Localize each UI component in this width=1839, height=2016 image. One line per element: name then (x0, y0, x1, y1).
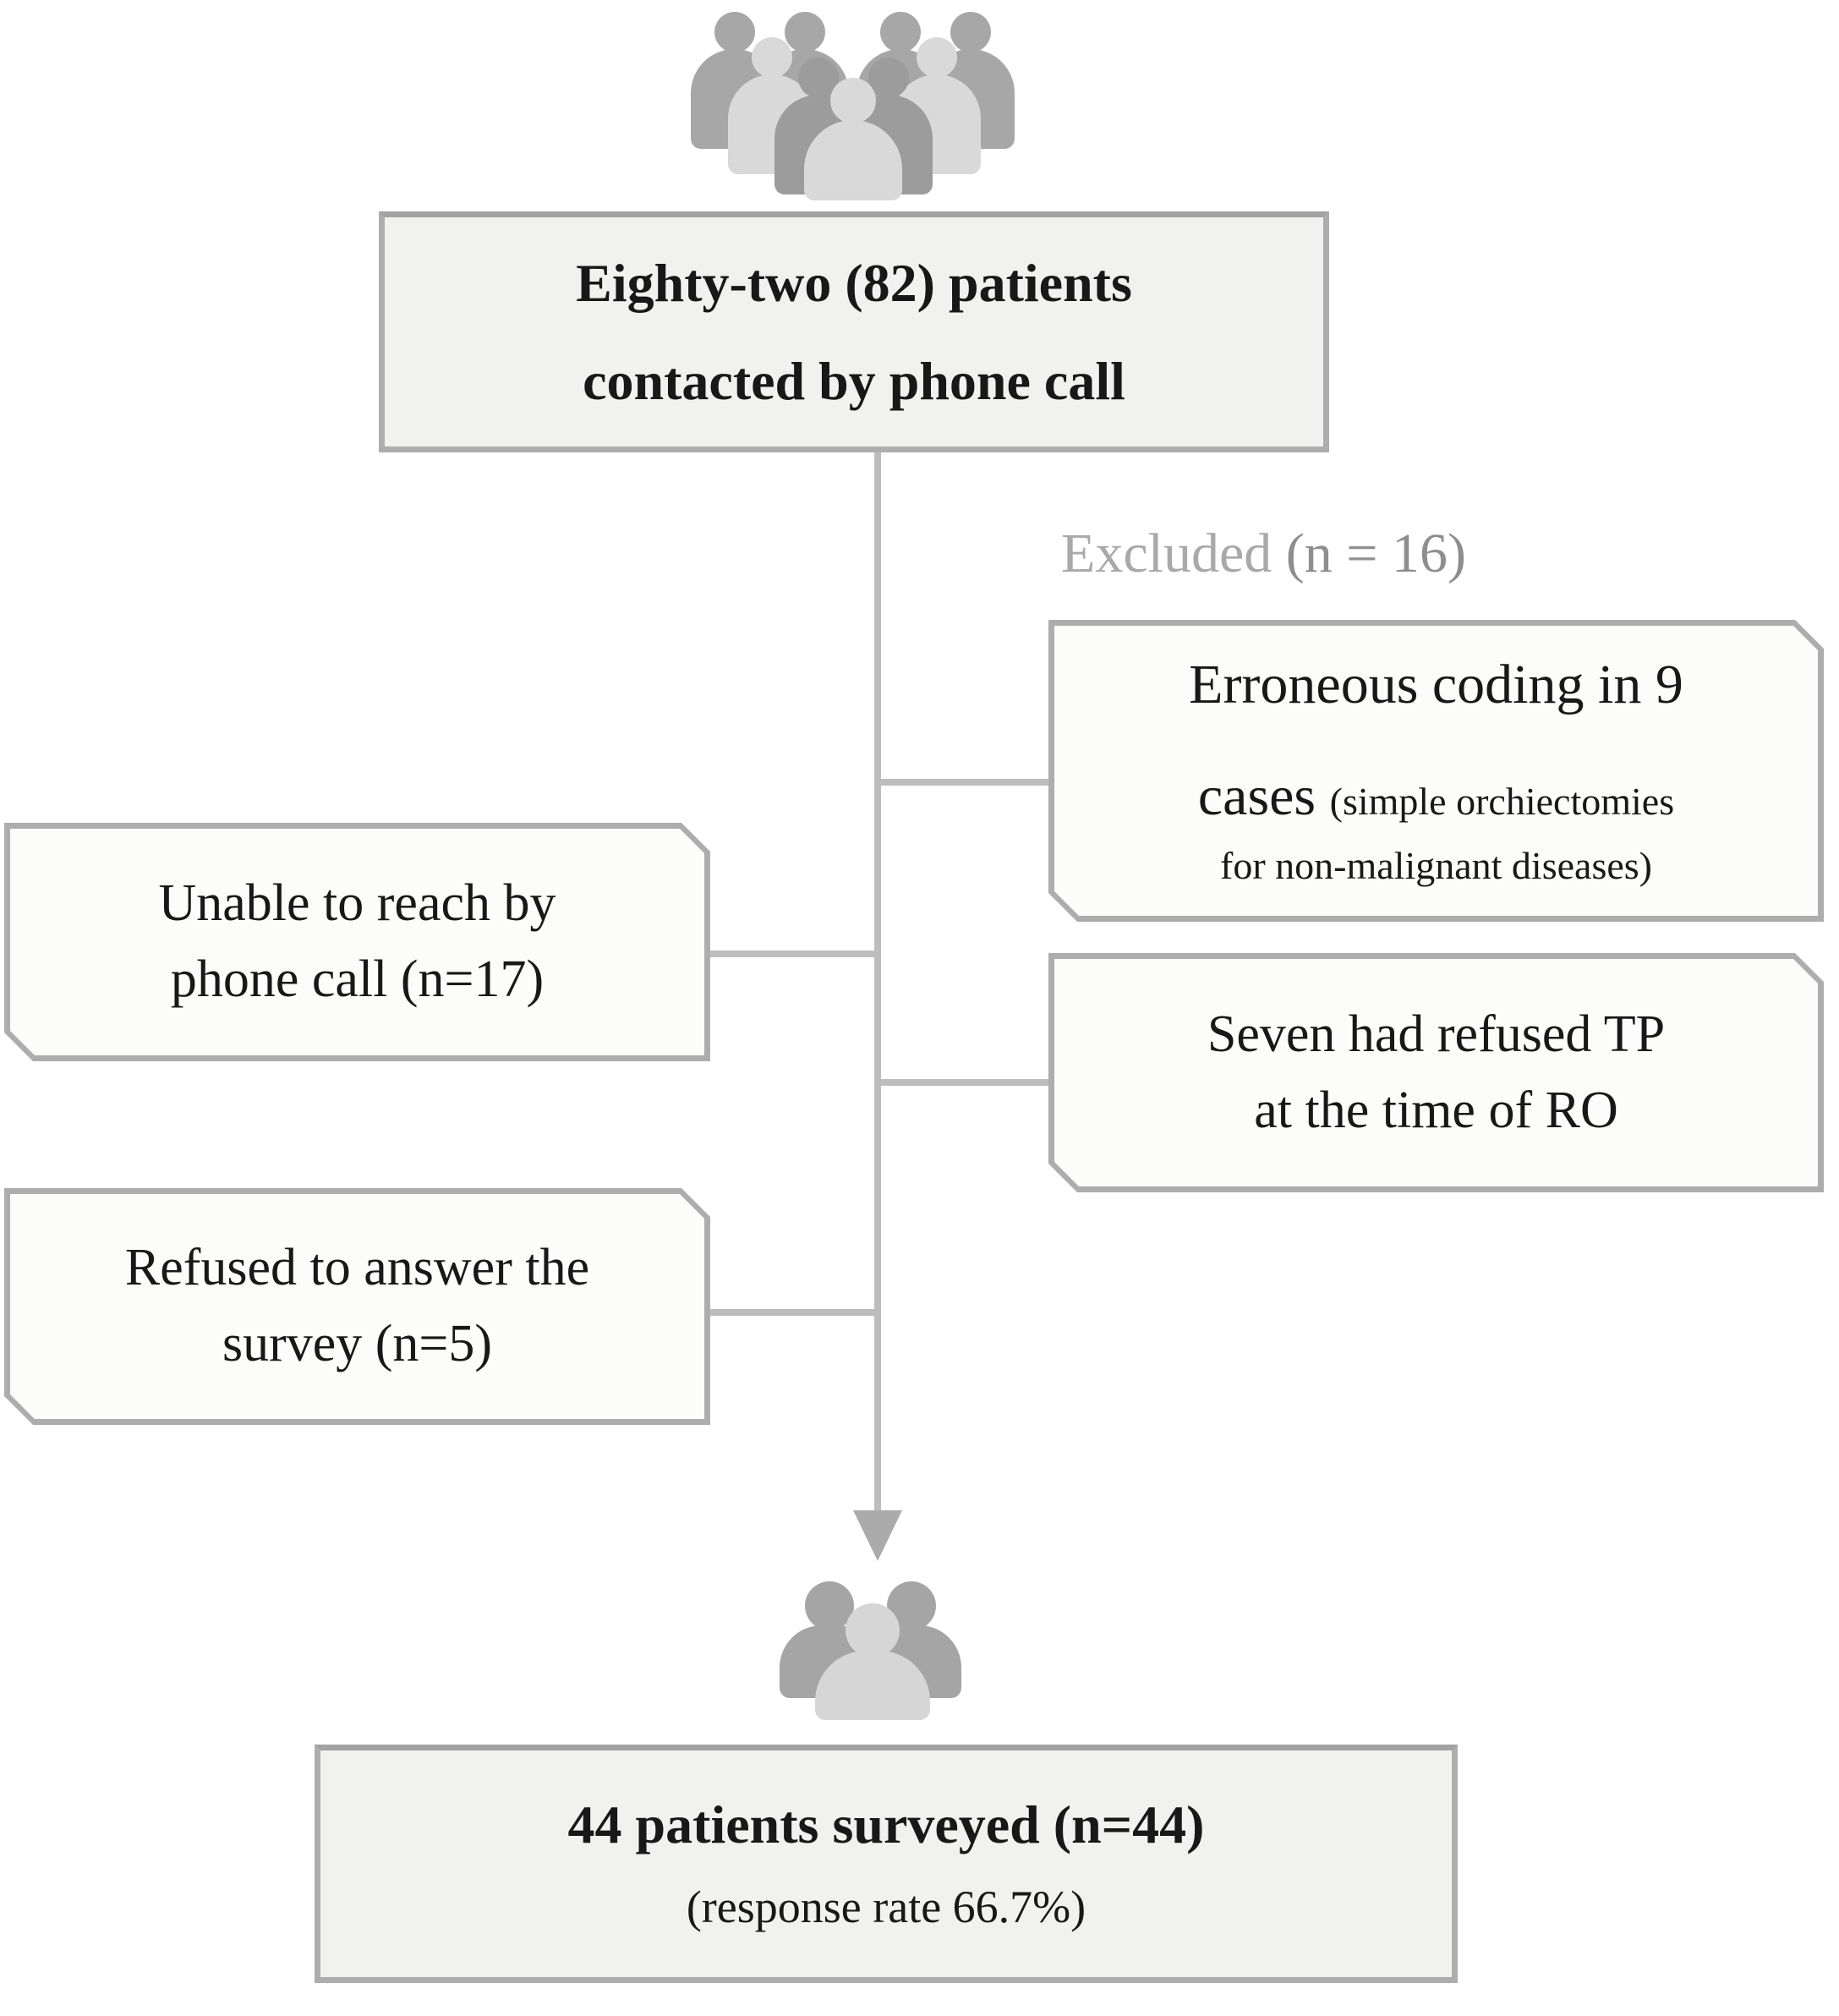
node-text-line: Seven had refused TP (1207, 1005, 1666, 1063)
node-text-line: survey (n=5) (222, 1315, 493, 1372)
node-fill (1054, 626, 1818, 916)
node-text-line: 44 patients surveyed (n=44) (567, 1794, 1205, 1854)
node-fill (1054, 959, 1818, 1186)
node-text-line: phone call (n=17) (170, 950, 545, 1008)
node-text-line: at the time of RO (1254, 1081, 1618, 1139)
node-text-small: (simple orchiectomies (1329, 779, 1675, 823)
node-refused-tp: Seven had refused TP at the time of RO (1048, 953, 1824, 1192)
connector-to-erroneous-coding (881, 779, 1048, 786)
node-text-line: Eighty-two (82) patients (576, 253, 1132, 314)
node-text-line: cases (simple orchiectomies (1198, 768, 1675, 824)
connector-to-refused-survey (710, 1309, 874, 1316)
person-icon (857, 12, 944, 149)
node-erroneous-coding: Erroneous coding in 9 cases (simple orch… (1048, 620, 1824, 922)
node-text-line: contacted by phone call (583, 350, 1125, 411)
node-patients-contacted: Eighty-two (82) patients contacted by ph… (379, 211, 1329, 452)
node-refused-survey: Refused to answer the survey (n=5) (4, 1188, 710, 1425)
node-fill (10, 829, 704, 1055)
connector-to-unable-to-reach (710, 950, 874, 957)
node-text-line: (response rate 66.7%) (686, 1882, 1086, 1932)
node-text-line: Refused to answer the (124, 1239, 590, 1297)
person-icon (815, 1603, 930, 1720)
person-icon (691, 12, 779, 149)
excluded-label-count: (n = 16) (1285, 523, 1466, 584)
excluded-label: Excluded (n = 16) (1061, 526, 1466, 582)
person-icon (893, 37, 981, 174)
connector-to-refused-tp (881, 1079, 1048, 1086)
person-icon (728, 37, 816, 174)
person-icon (804, 78, 902, 200)
node-text-large: cases (1197, 764, 1330, 827)
arrow-down-icon (853, 1510, 902, 1561)
person-icon (780, 1581, 879, 1698)
node-unable-to-reach: Unable to reach by phone call (n=17) (4, 823, 710, 1061)
excluded-label-text: Excluded (1061, 523, 1286, 584)
node-fill (10, 1194, 704, 1419)
node-text-line: Unable to reach by (158, 874, 556, 933)
main-vertical-connector (874, 451, 881, 1512)
node-text-line: Erroneous coding in 9 (1189, 653, 1683, 715)
node-text-line: for non-malignant diseases) (1220, 843, 1652, 887)
node-patients-surveyed: 44 patients surveyed (n=44) (response ra… (315, 1745, 1458, 1983)
